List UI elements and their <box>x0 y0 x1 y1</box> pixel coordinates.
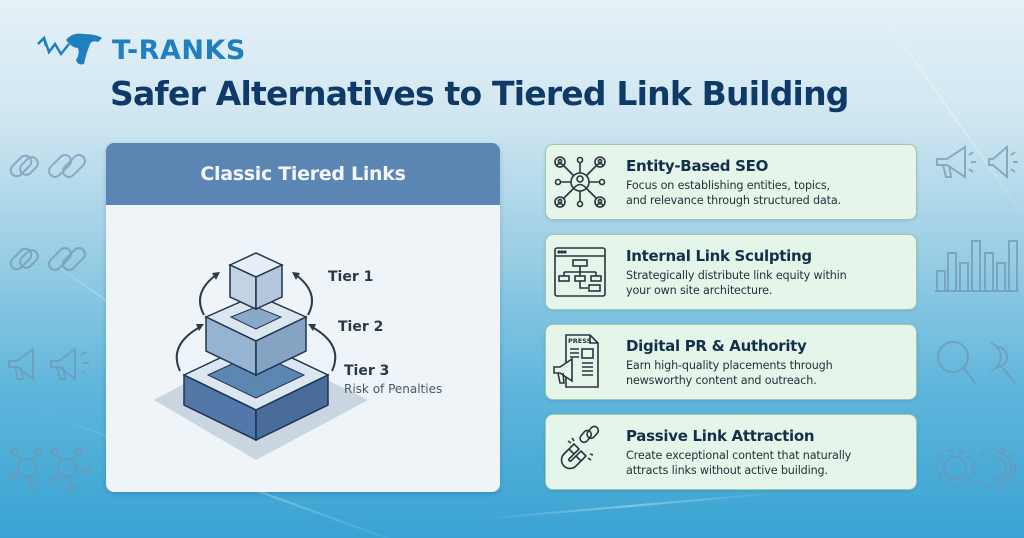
description-line: Focus on establishing entities, topics, <box>626 178 830 192</box>
description-line: attracts links without active building. <box>626 463 828 477</box>
page-title: Safer Alternatives to Tiered Link Buildi… <box>110 74 849 113</box>
entity-network-icon <box>554 156 606 208</box>
tier-pyramid-illustration <box>154 252 368 460</box>
card-description: Earn high-quality placements through new… <box>626 358 833 388</box>
magnet-chain-icon <box>560 425 600 470</box>
description-line: Create exceptional content that naturall… <box>626 448 852 462</box>
arrow-icon <box>175 274 337 372</box>
alternative-card-entity-seo: Entity-Based SEO Focus on establishing e… <box>545 144 917 220</box>
alternative-card-passive-attraction: Passive Link Attraction Create exception… <box>545 414 917 490</box>
alternative-card-internal-linking: Internal Link Sculpting Strategically di… <box>545 234 917 310</box>
description-line: newsworthy content and outreach. <box>626 373 817 387</box>
gear-icon <box>936 447 1016 489</box>
tier-2-label: Tier 2 <box>338 319 384 335</box>
brand-logo: T-RANKS <box>36 30 246 70</box>
card-description: Create exceptional content that naturall… <box>626 448 851 478</box>
megaphone-icon <box>8 347 89 381</box>
card-title: Digital PR & Authority <box>626 336 807 355</box>
description-line: Earn high-quality placements through <box>626 358 833 372</box>
panel-title: Classic Tiered Links <box>200 163 406 185</box>
bar-chart-icon <box>935 240 1019 292</box>
network-nodes-icon <box>9 448 91 492</box>
description-line: and relevance through structured data. <box>626 193 841 207</box>
chain-link-icon <box>9 247 86 271</box>
site-architecture-icon <box>554 247 606 297</box>
card-description: Strategically distribute link equity wit… <box>626 268 847 298</box>
dinosaur-trend-arrow-icon <box>37 33 102 65</box>
card-title: Internal Link Sculpting <box>626 246 812 265</box>
press-megaphone-icon: PRESS <box>553 334 599 388</box>
card-title: Entity-Based SEO <box>626 156 769 175</box>
classic-tiered-links-panel: Classic Tiered Links <box>106 143 500 492</box>
svg-text:PRESS: PRESS <box>568 337 592 345</box>
alternative-card-digital-pr: PRESS Digital PR & Authority Earn high-q… <box>545 324 917 400</box>
description-line: your own site architecture. <box>626 283 773 297</box>
tier-1-label: Tier 1 <box>328 269 374 285</box>
brand-name: T-RANKS <box>112 34 246 66</box>
magnifier-icon <box>937 341 1016 384</box>
description-line: Strategically distribute link equity wit… <box>626 268 847 282</box>
panel-header: Classic Tiered Links <box>106 143 500 205</box>
tier-3-label: Tier 3 <box>344 363 390 379</box>
card-title: Passive Link Attraction <box>626 426 815 445</box>
megaphone-icon <box>936 145 1018 180</box>
card-description: Focus on establishing entities, topics, … <box>626 178 841 208</box>
tier-3-note: Risk of Penalties <box>344 382 443 396</box>
chain-link-icon <box>9 154 86 178</box>
tier-pyramid-diagram: Tier 1 Tier 2 Tier 3 Risk of Penalties <box>106 205 500 492</box>
